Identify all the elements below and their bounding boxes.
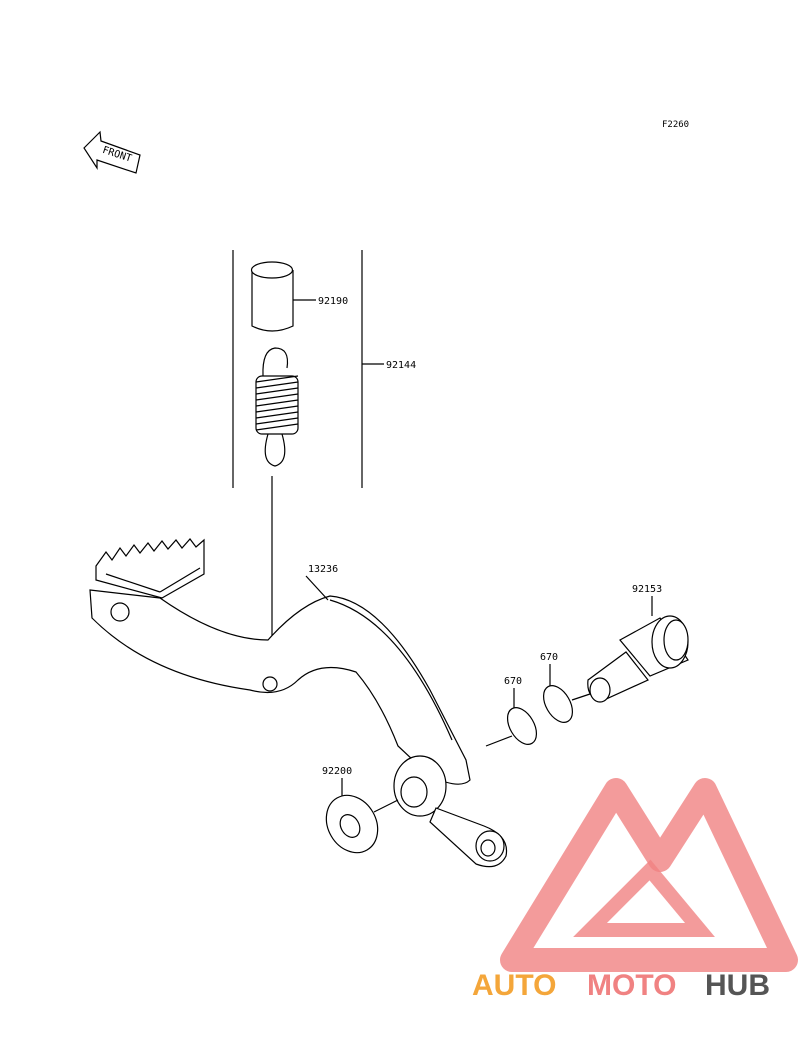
part-label-92144: 92144 <box>386 360 416 371</box>
spring-92144 <box>255 347 299 467</box>
brake-pedal-13236 <box>89 538 508 868</box>
watermark-text-hub: HUB <box>705 969 770 1002</box>
part-label-92153: 92153 <box>632 584 662 595</box>
watermark-text-moto: MOTO <box>587 969 676 1002</box>
washer-92200 <box>325 794 379 854</box>
o-ring-670-a <box>506 707 538 745</box>
figure-code: F2260 <box>662 120 690 130</box>
part-label-670-b: 670 <box>540 652 558 663</box>
watermark-text-auto: AUTO <box>472 969 556 1002</box>
watermark-logo <box>500 778 798 972</box>
part-label-670-a: 670 <box>504 676 522 687</box>
part-label-92190: 92190 <box>318 296 348 307</box>
front-arrow-icon: FRONT <box>83 130 141 174</box>
part-label-13236: 13236 <box>308 564 338 575</box>
part-label-92200: 92200 <box>322 766 352 777</box>
collar-92190 <box>250 261 294 332</box>
o-ring-670-b <box>542 685 574 723</box>
shaft-92153 <box>587 615 689 703</box>
